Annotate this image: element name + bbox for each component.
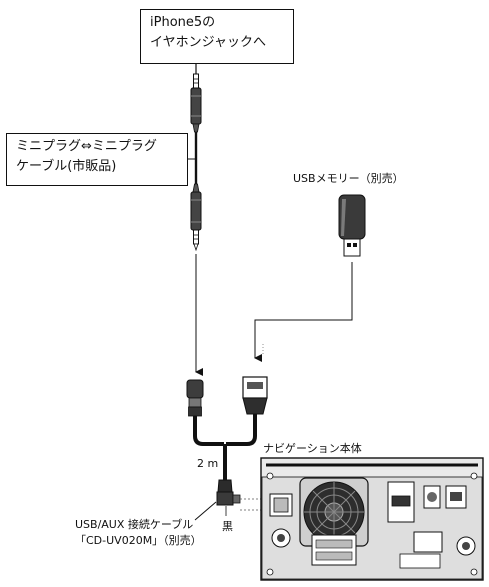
lower-mini-plug <box>190 183 202 252</box>
plug-color-label: 黒 <box>222 520 233 533</box>
usb-memory-stick <box>338 194 366 257</box>
usb-plug <box>242 376 268 420</box>
iphone-jack-callout-line1: iPhone5の <box>150 15 216 30</box>
aux-plug <box>186 379 204 420</box>
mini-plug-cable-callout: ミニプラグ⇔ミニプラグ ケーブル(市販品) <box>6 133 188 186</box>
aux-cable-label-line1: USB/AUX 接続ケーブル <box>75 518 194 531</box>
black-connector <box>216 479 241 506</box>
navigation-unit <box>260 457 484 581</box>
navi-unit-label: ナビゲーション本体 <box>263 442 362 455</box>
usb-memory-label: USBメモリー（別売） <box>293 172 404 185</box>
iphone-jack-callout-line2: イヤホンジャックへ <box>150 35 266 50</box>
usb-arrow <box>254 262 353 362</box>
mini-plug-cable-callout-line1: ミニプラグ⇔ミニプラグ <box>16 139 157 154</box>
top-mini-plug <box>190 64 202 133</box>
mini-plug-cable-callout-line2: ケーブル(市販品) <box>16 159 117 174</box>
cable-length-label: 2 m <box>197 457 219 470</box>
y-cable-right <box>226 420 257 446</box>
iphone-jack-callout: iPhone5の イヤホンジャックへ <box>140 9 294 64</box>
y-cable-left <box>193 420 224 446</box>
aux-cable-label-line2: 「CD-UV020M」（別売） <box>75 534 202 547</box>
